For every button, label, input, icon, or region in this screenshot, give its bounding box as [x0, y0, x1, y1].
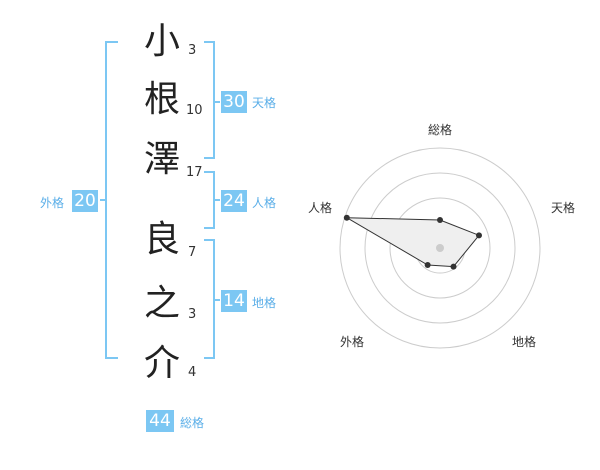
- stroke-count-6: 4: [188, 365, 197, 380]
- radar-point-2: [475, 232, 482, 239]
- radar-point-3: [450, 263, 457, 270]
- jinkaku-label: 人格: [252, 196, 277, 210]
- gaikaku-label: 外格: [40, 196, 65, 210]
- radar-label-gaikaku: 外格: [340, 335, 365, 349]
- soukaku-score: 44: [146, 410, 174, 432]
- radar-ring-2: [389, 197, 491, 299]
- radar-point-1: [437, 217, 443, 223]
- stroke-count-3: 17: [186, 165, 203, 180]
- radar-point-4: [424, 261, 431, 268]
- radar-label-jinkaku: 人格: [308, 201, 333, 215]
- stroke-count-4: 7: [188, 245, 197, 260]
- radar-point-5: [343, 214, 350, 221]
- radar-ring-4: [339, 147, 541, 349]
- radar-polygon: [346, 217, 480, 268]
- name-char-5: 之: [143, 283, 180, 324]
- name-char-6: 介: [143, 343, 180, 384]
- name-char-1: 小: [143, 21, 180, 62]
- radar-center-dot: [436, 244, 444, 252]
- jinkaku-score: 24: [221, 190, 247, 212]
- gaikaku-score: 20: [72, 190, 98, 212]
- name-char-4: 良: [143, 219, 180, 260]
- stroke-count-5: 3: [188, 307, 197, 322]
- chikaku-score: 14: [221, 290, 247, 312]
- tenkaku-score: 30: [221, 91, 247, 113]
- radar-label-tenkaku: 天格: [551, 201, 576, 215]
- tenkaku-label: 天格: [252, 96, 277, 110]
- chikaku-label: 地格: [252, 296, 277, 310]
- soukaku-label: 総格: [180, 416, 205, 430]
- radar-ring-3: [364, 172, 516, 324]
- stroke-count-1: 3: [188, 43, 197, 58]
- name-char-3: 澤: [143, 139, 180, 180]
- radar-label-chikaku: 地格: [512, 335, 537, 349]
- radar-points: [343, 214, 482, 270]
- radar-label-soukaku: 総格: [428, 123, 453, 137]
- stroke-count-2: 10: [186, 103, 203, 118]
- name-char-2: 根: [143, 79, 180, 120]
